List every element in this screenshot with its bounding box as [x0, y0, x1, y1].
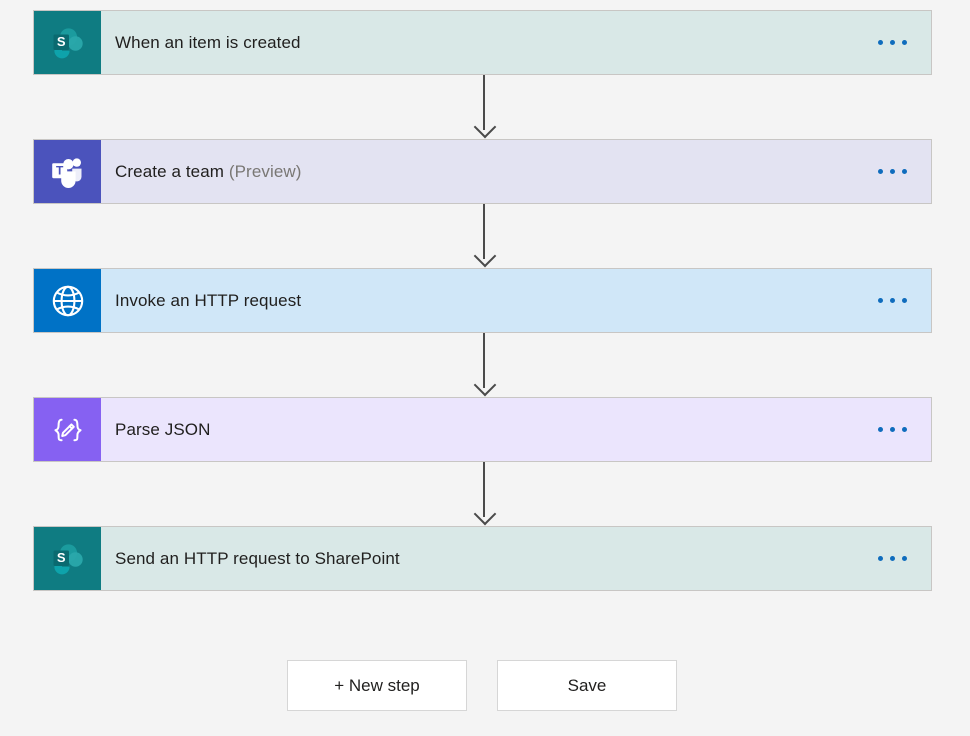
arrow-shaft [483, 462, 485, 517]
ellipsis-icon[interactable] [874, 421, 911, 438]
flow-step-card-send-an-http-request-to-sharepoint[interactable]: S Send an HTTP request to SharePoint [33, 526, 932, 591]
flow-step-title: Invoke an HTTP request [115, 291, 301, 311]
flow-step-card-parse-json[interactable]: Parse JSON [33, 397, 932, 462]
flow-step-title-text: Invoke an HTTP request [115, 290, 302, 310]
arrow-down-icon [473, 204, 497, 268]
flow-step-title-text: When an item is created [115, 32, 301, 52]
ellipsis-icon[interactable] [874, 550, 911, 567]
arrow-shaft [483, 204, 485, 259]
sharepoint-icon: S [34, 527, 101, 590]
flow-step-body: Create a team (Preview) [101, 140, 931, 203]
flow-step-card-invoke-an-http-request[interactable]: Invoke an HTTP request [33, 268, 932, 333]
sharepoint-icon: S [34, 11, 101, 74]
flow-step-title-text: Parse JSON [115, 419, 211, 439]
parse-json-icon [34, 398, 101, 461]
svg-text:S: S [56, 34, 65, 49]
arrow-head [473, 502, 497, 526]
arrow-down-icon [473, 75, 497, 139]
flow-step-body: Send an HTTP request to SharePoint [101, 527, 931, 590]
flow-step-card-create-a-team[interactable]: T Create a team (Preview) [33, 139, 932, 204]
flow-step-title-text: Send an HTTP request to SharePoint [115, 548, 400, 568]
arrow-shaft [483, 333, 485, 388]
flow-step-card-when-an-item-is-created[interactable]: S When an item is created [33, 10, 932, 75]
save-button[interactable]: Save [497, 660, 677, 711]
arrow-down-icon [473, 462, 497, 526]
new-step-button[interactable]: + New step [287, 660, 467, 711]
flow-step-body: Invoke an HTTP request [101, 269, 931, 332]
flow-step-title: When an item is created [115, 33, 301, 53]
svg-text:T: T [56, 163, 64, 177]
ellipsis-icon[interactable] [874, 34, 911, 51]
arrow-head [473, 115, 497, 139]
globe-icon [34, 269, 101, 332]
flow-step-title: Send an HTTP request to SharePoint [115, 549, 400, 569]
flow-step-title-text: Create a team [115, 161, 225, 181]
arrow-shaft [483, 75, 485, 130]
ellipsis-icon[interactable] [874, 292, 911, 309]
arrow-head [473, 244, 497, 268]
arrow-down-icon [473, 333, 497, 397]
flow-step-body: When an item is created [101, 11, 931, 74]
flow-step-title: Create a team (Preview) [115, 162, 302, 182]
ellipsis-icon[interactable] [874, 163, 911, 180]
teams-icon: T [34, 140, 101, 203]
flow-step-title: Parse JSON [115, 420, 210, 440]
flow-step-preview-badge: (Preview) [228, 161, 302, 181]
arrow-head [473, 373, 497, 397]
svg-text:S: S [56, 550, 65, 565]
flow-step-body: Parse JSON [101, 398, 931, 461]
